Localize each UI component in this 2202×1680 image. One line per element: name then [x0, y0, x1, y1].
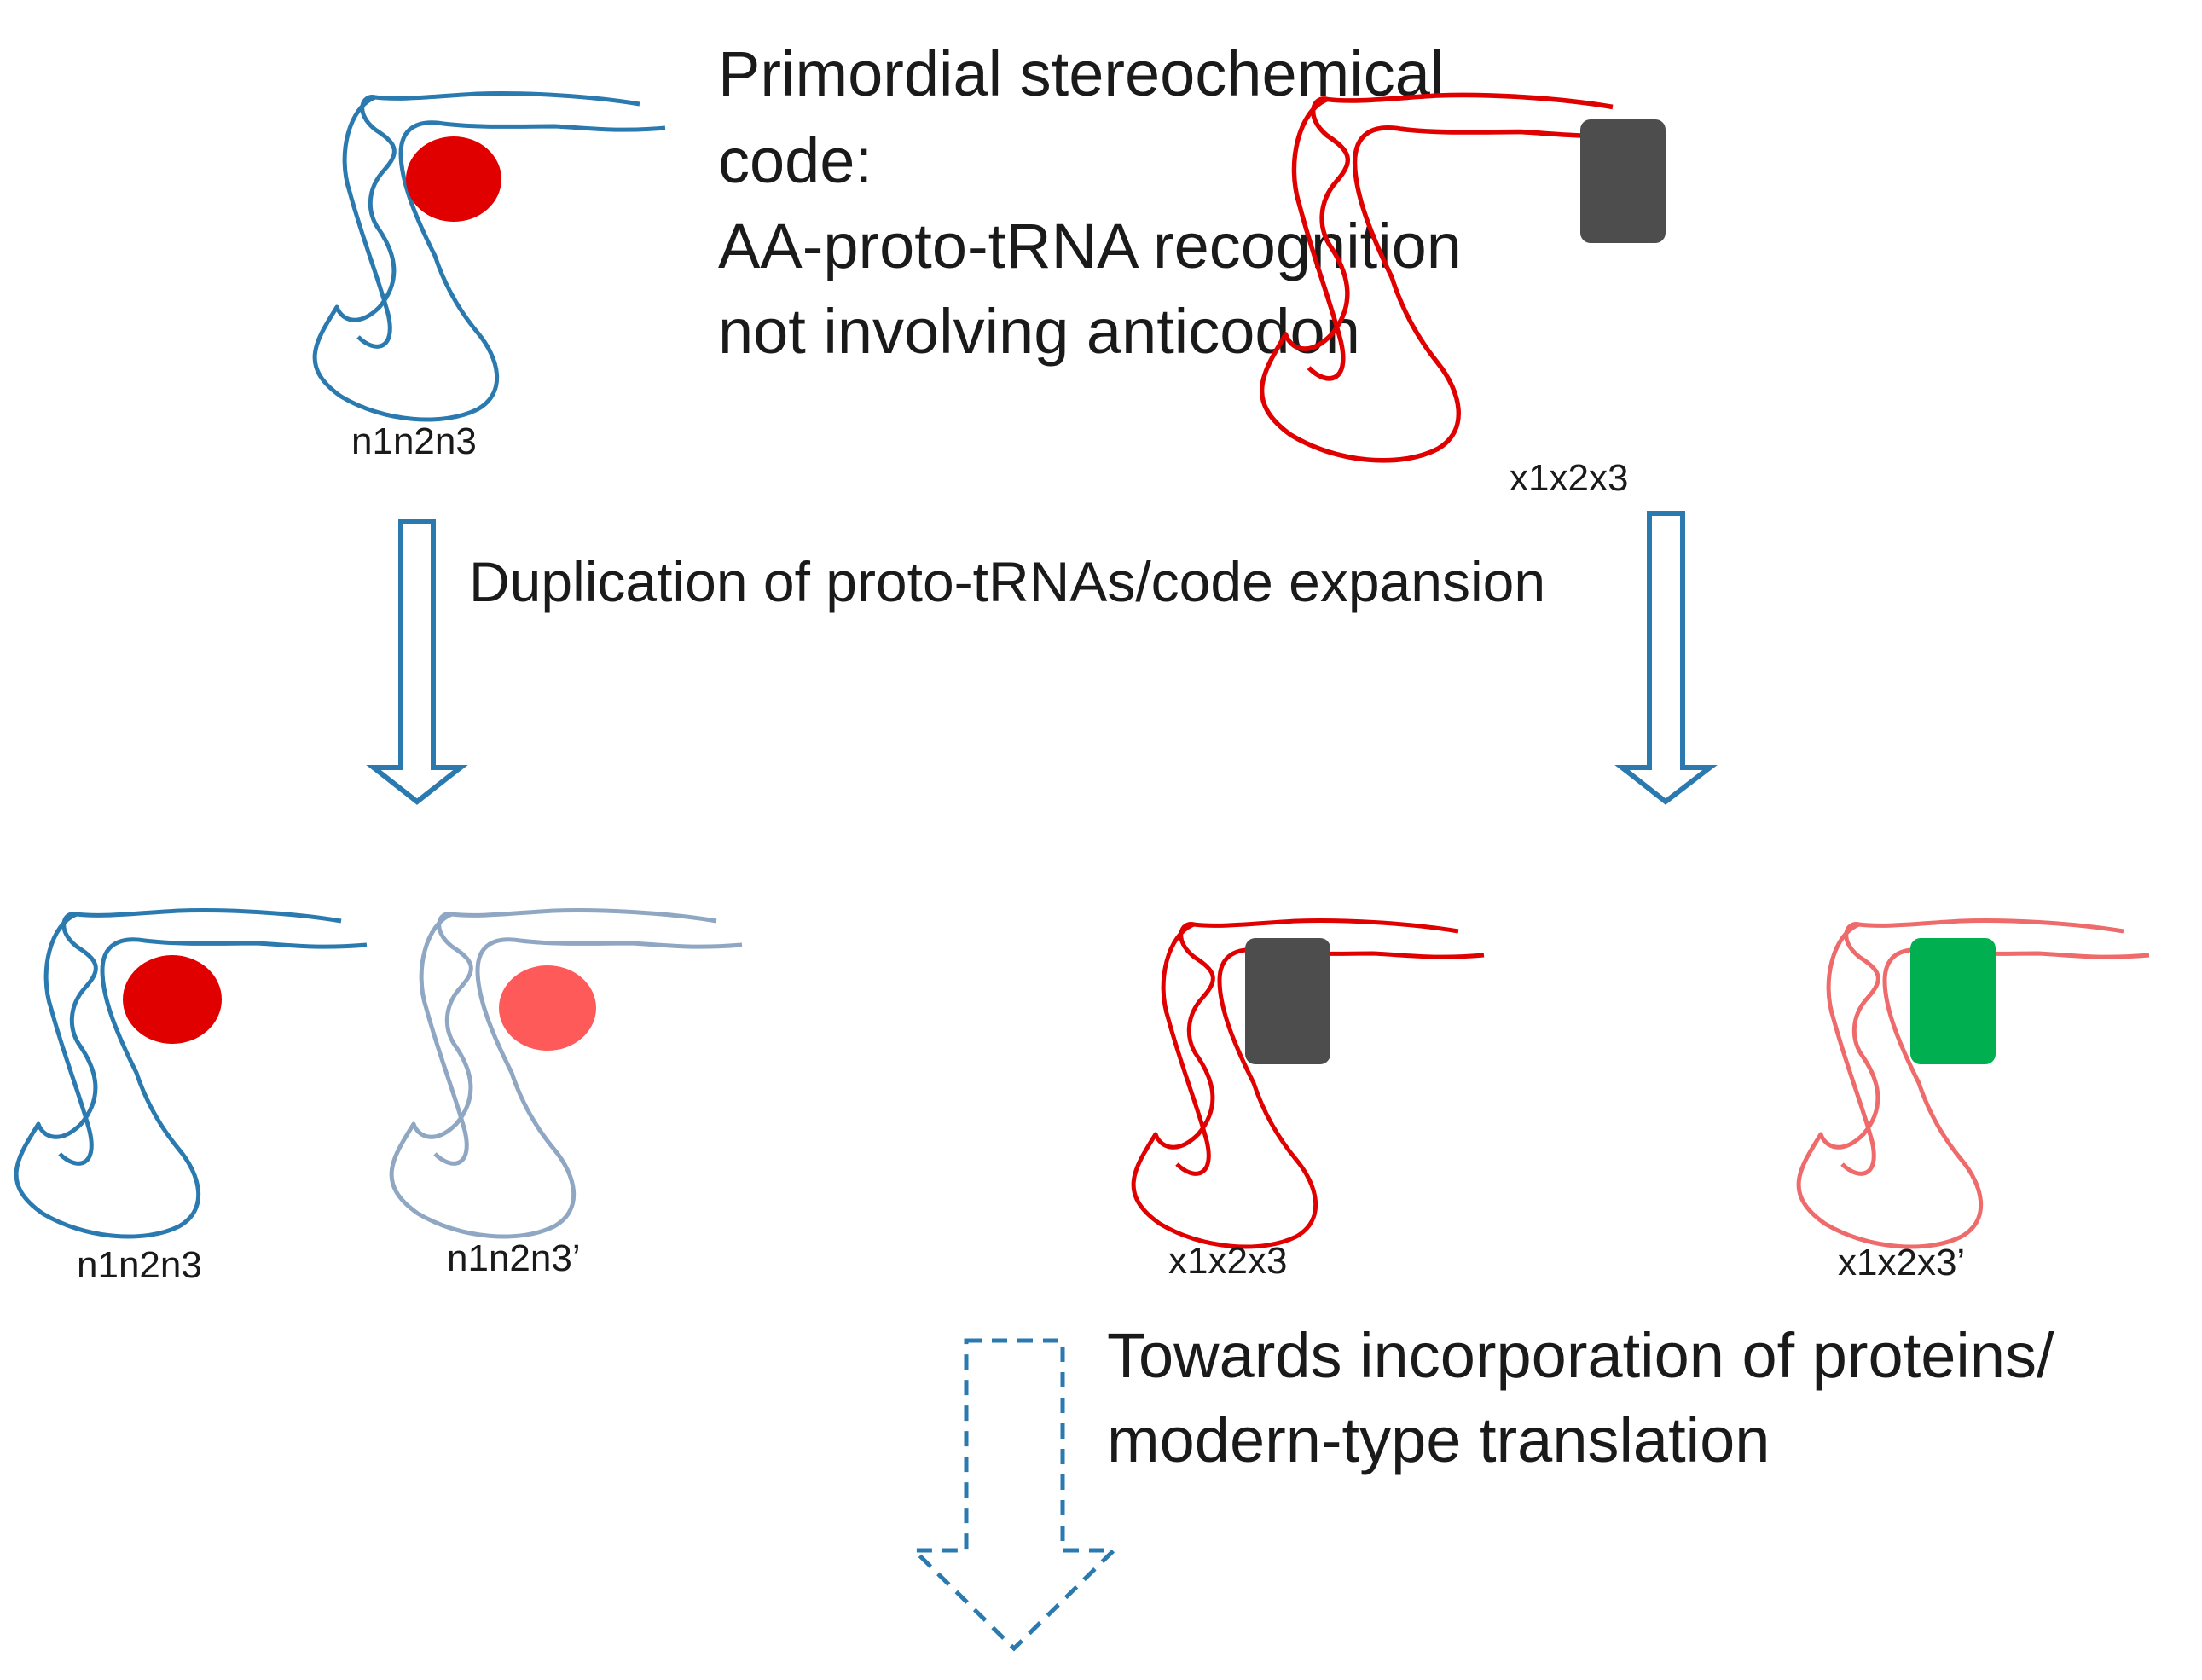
top-description: Primordial stereochemical code: AA-proto… [718, 38, 1462, 367]
top-text-line-4: not involving anticodon [718, 296, 1360, 367]
duplication-arrow-right [1614, 511, 1718, 805]
label-n1n2n3: n1n2n3 [77, 1244, 202, 1286]
amino-acid-red [123, 955, 222, 1044]
amino-acid-green [1910, 938, 1996, 1064]
duplication-arrow-left [366, 519, 468, 805]
bottom-text-line-1: Towards incorporation of proteins/ [1107, 1320, 2054, 1391]
trna-top-left: n1n2n3 [315, 94, 665, 462]
trna-top-right: x1x2x3 [1262, 95, 1666, 499]
amino-acid-red [406, 136, 501, 222]
trna-bottom-4: x1x2x3’ [1799, 921, 2149, 1283]
trna-strand-outline [391, 911, 742, 1237]
amino-acid-gray [1245, 938, 1330, 1064]
label-n1n2n3-prime: n1n2n3’ [447, 1237, 581, 1279]
top-text-line-3: AA-proto-tRNA recognition [718, 211, 1462, 281]
amino-acid-gray [1580, 119, 1666, 243]
top-text-line-2: code: [718, 125, 872, 196]
trna-bottom-3: x1x2x3 [1133, 921, 1484, 1282]
bottom-text-line-2: modern-type translation [1107, 1405, 1770, 1475]
towards-translation-arrow [908, 1338, 1120, 1652]
label-x1x2x3: x1x2x3 [1510, 457, 1628, 499]
duplication-label: Duplication of proto-tRNAs/code expansio… [469, 550, 1545, 613]
amino-acid-red-faded [499, 965, 596, 1051]
trna-bottom-1: n1n2n3 [16, 911, 367, 1286]
label-n1n2n3: n1n2n3 [351, 420, 477, 462]
label-x1x2x3: x1x2x3 [1168, 1240, 1287, 1282]
trna-bottom-2: n1n2n3’ [391, 911, 742, 1279]
label-x1x2x3-prime: x1x2x3’ [1838, 1242, 1965, 1283]
trna-strand-outline [315, 94, 665, 420]
